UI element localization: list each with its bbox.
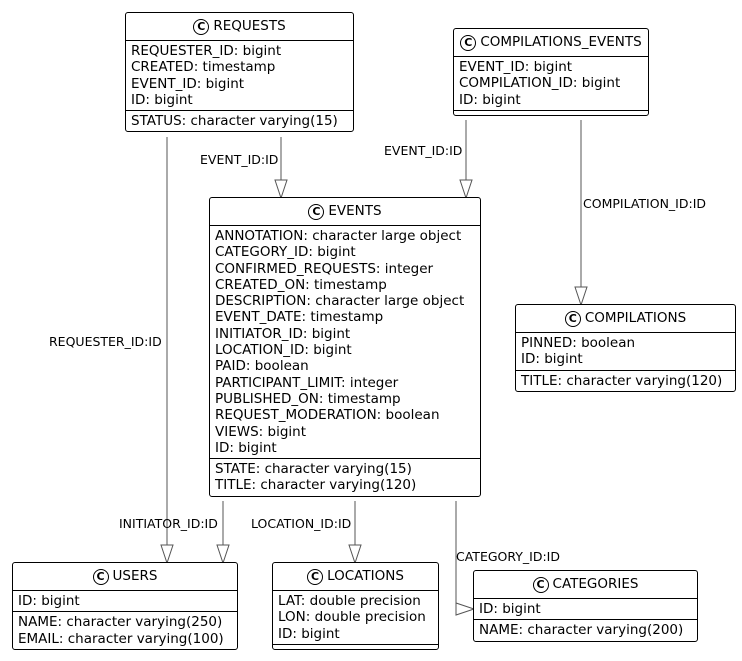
field: VIEWS: bigint [215, 423, 306, 440]
field: STATE: character varying(15) [215, 461, 412, 478]
field: LOCATION_ID: bigint [215, 342, 352, 359]
field: COMPILATION_ID: bigint [459, 75, 621, 92]
class-icon: C [564, 310, 581, 327]
field: ANNOTATION: character large object [215, 228, 462, 244]
class-icon: C [307, 568, 324, 585]
entity-header: C COMPILATIONS_EVENTS [454, 29, 648, 57]
entity-events[interactable]: C EVENTS ANNOTATION: character large obj… [209, 197, 481, 497]
class-icon: C [92, 568, 109, 585]
entity-compilations-events[interactable]: C COMPILATIONS_EVENTS EVENT_ID: bigint C… [453, 28, 649, 116]
field: DESCRIPTION: character large object [215, 293, 465, 310]
arrowhead-users-right [216, 544, 230, 565]
entity-requests[interactable]: C REQUESTS REQUESTER_ID: bigint CREATED:… [125, 12, 354, 133]
field: ID: bigint [521, 351, 583, 368]
extra-section: TITLE: character varying(120) [516, 369, 735, 391]
entity-title: COMPILATIONS [584, 310, 687, 327]
entity-title: USERS [112, 568, 158, 585]
edge-label-ce-event: EVENT_ID:ID [384, 143, 462, 158]
arrowhead-events-top-right [459, 179, 473, 200]
arrowhead-compilations [574, 286, 588, 307]
field: CREATED_ON: timestamp [215, 276, 387, 293]
entity-header: C USERS [13, 563, 237, 591]
entity-title: COMPILATIONS_EVENTS [480, 34, 642, 51]
field: ID: bigint [278, 625, 340, 642]
fields-section: REQUESTER_ID: bigint CREATED: timestamp … [126, 41, 353, 110]
field: PUBLISHED_ON: timestamp [215, 390, 401, 407]
fields-section: ID: bigint [474, 599, 697, 619]
field: PARTICIPANT_LIMIT: integer [215, 374, 399, 391]
extra-section: NAME: character varying(200) [474, 619, 697, 640]
entity-title: CATEGORIES [552, 576, 639, 593]
fields-section: EVENT_ID: bigint COMPILATION_ID: bigint … [454, 57, 648, 110]
field: ID: bigint [459, 91, 521, 108]
field: CONFIRMED_REQUESTS: integer [215, 260, 434, 277]
edge-label-events-location: LOCATION_ID:ID [251, 516, 351, 531]
field: EVENT_ID: bigint [131, 75, 245, 92]
field: REQUESTER_ID: bigint [131, 43, 282, 59]
extra-section [273, 643, 438, 649]
field: ID: bigint [18, 593, 80, 609]
field: EVENT_ID: bigint [459, 59, 573, 75]
field: ID: bigint [215, 439, 277, 456]
field: REQUEST_MODERATION: boolean [215, 407, 440, 424]
field: NAME: character varying(250) [18, 614, 223, 631]
class-icon: C [308, 203, 325, 220]
field: TITLE: character varying(120) [521, 372, 723, 389]
fields-section: ANNOTATION: character large object CATEG… [210, 226, 480, 458]
fields-section: ID: bigint [13, 591, 237, 611]
entity-title: LOCATIONS [327, 568, 404, 585]
extra-section: NAME: character varying(250) EMAIL: char… [13, 611, 237, 649]
field: CREATED: timestamp [131, 59, 276, 76]
field: ID: bigint [131, 91, 193, 108]
field: TITLE: character varying(120) [215, 477, 417, 494]
entity-header: C CATEGORIES [474, 571, 697, 599]
edge-label-requests-requester: REQUESTER_ID:ID [49, 334, 162, 349]
arrowhead-locations [348, 544, 362, 565]
field: LON: double precision [278, 609, 426, 626]
arrowhead-events-top-left [274, 179, 288, 200]
entity-users[interactable]: C USERS ID: bigint NAME: character varyi… [12, 562, 238, 650]
edge-label-events-initiator: INITIATOR_ID:ID [119, 516, 218, 531]
extra-section [454, 109, 648, 115]
field: EVENT_DATE: timestamp [215, 309, 384, 326]
entity-header: C REQUESTS [126, 13, 353, 41]
field: STATUS: character varying(15) [131, 113, 338, 130]
entity-header: C COMPILATIONS [516, 305, 735, 333]
extra-section: STATE: character varying(15) TITLE: char… [210, 458, 480, 496]
field: ID: bigint [479, 601, 541, 617]
class-icon: C [532, 576, 549, 593]
fields-section: PINNED: boolean ID: bigint [516, 333, 735, 370]
arrowhead-categories [455, 602, 476, 616]
field: NAME: character varying(200) [479, 622, 684, 639]
entity-title: EVENTS [328, 203, 382, 220]
extra-section: STATUS: character varying(15) [126, 110, 353, 131]
entity-categories[interactable]: C CATEGORIES ID: bigint NAME: character … [473, 570, 698, 642]
edge-label-ce-compilation: COMPILATION_ID:ID [583, 196, 706, 211]
field: PINNED: boolean [521, 335, 636, 351]
field: EMAIL: character varying(100) [18, 630, 224, 647]
entity-header: C LOCATIONS [273, 563, 438, 591]
entity-locations[interactable]: C LOCATIONS LAT: double precision LON: d… [272, 562, 439, 650]
edge-label-events-category: CATEGORY_ID:ID [456, 549, 560, 564]
field: INITIATOR_ID: bigint [215, 325, 351, 342]
field: PAID: boolean [215, 358, 309, 375]
field: LAT: double precision [278, 593, 421, 609]
entity-header: C EVENTS [210, 198, 480, 226]
fields-section: LAT: double precision LON: double precis… [273, 591, 438, 644]
arrowhead-users-left [160, 544, 174, 565]
entity-compilations[interactable]: C COMPILATIONS PINNED: boolean ID: bigin… [515, 304, 736, 392]
edge-label-requests-event: EVENT_ID:ID [200, 152, 278, 167]
class-icon: C [193, 18, 210, 35]
field: CATEGORY_ID: bigint [215, 244, 356, 261]
entity-title: REQUESTS [213, 18, 286, 35]
class-icon: C [460, 34, 477, 51]
